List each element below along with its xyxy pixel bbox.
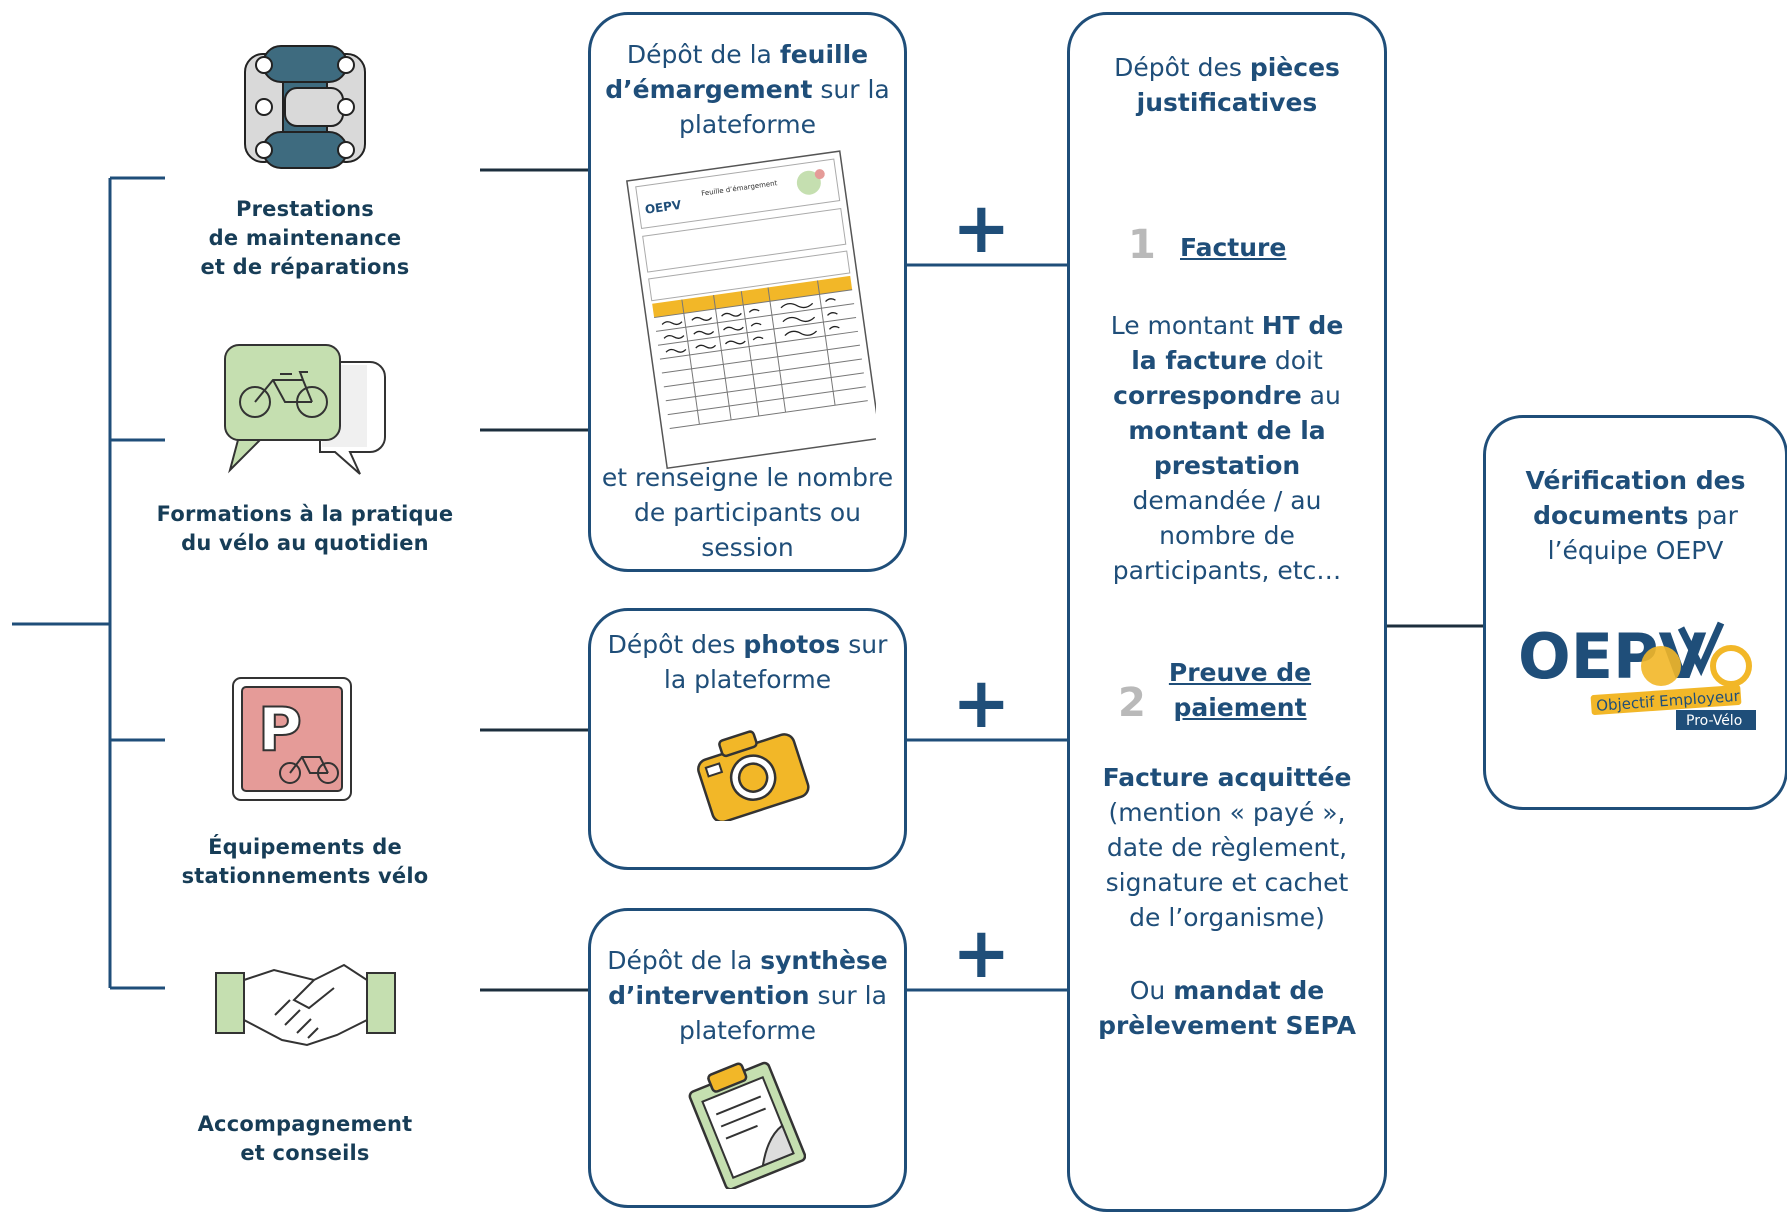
handshake-icon xyxy=(215,963,396,1047)
synthese-box: Dépôt de la synthèse d’intervention sur … xyxy=(588,908,907,1208)
speech-bubble-bike-icon xyxy=(224,344,386,475)
category-maintenance: Prestations de maintenance et de réparat… xyxy=(200,197,410,279)
sheet-logo: OEPV xyxy=(644,198,683,217)
oepv-logo: OEPV Objectif Employeur Pro-Vélo xyxy=(1518,620,1756,730)
logo-tagline-2: Pro-Vélo xyxy=(1686,713,1742,729)
photos-box: Dépôt des photos sur la plateforme xyxy=(588,608,907,870)
camera-icon xyxy=(697,730,810,821)
bike-parking-sign-icon: P xyxy=(232,677,352,801)
verification-box: Vérification des documents par l’équipe … xyxy=(1483,415,1787,810)
preuve-paiement-heading-2: paiement xyxy=(1173,693,1307,722)
category-formations: Formations à la pratique du vélo au quot… xyxy=(156,502,454,555)
attendance-sheet-image: OEPV Feuille d’émargement xyxy=(626,150,876,470)
facture-heading: Facture xyxy=(1180,233,1287,262)
pieces-justificatives-box: Dépôt des pièces justificatives 1 Factur… xyxy=(1067,12,1387,1212)
plus-sign-3: + xyxy=(952,912,1011,994)
preuve-paiement-heading-1: Preuve de xyxy=(1168,658,1312,687)
bike-chain-icon xyxy=(244,45,366,169)
category-equipements: Équipements de stationnements vélo xyxy=(181,835,429,888)
svg-text:P: P xyxy=(258,695,302,765)
plus-sign-1: + xyxy=(952,187,1011,269)
emargement-box: Dépôt de la feuille d’émargement sur la … xyxy=(588,12,907,572)
category-accompagnement: Accompagnement et conseils xyxy=(197,1112,413,1165)
step-number-1: 1 xyxy=(1128,222,1156,268)
clipboard-icon xyxy=(688,1061,806,1189)
step-number-2: 2 xyxy=(1118,680,1146,726)
plus-sign-2: + xyxy=(952,662,1011,744)
